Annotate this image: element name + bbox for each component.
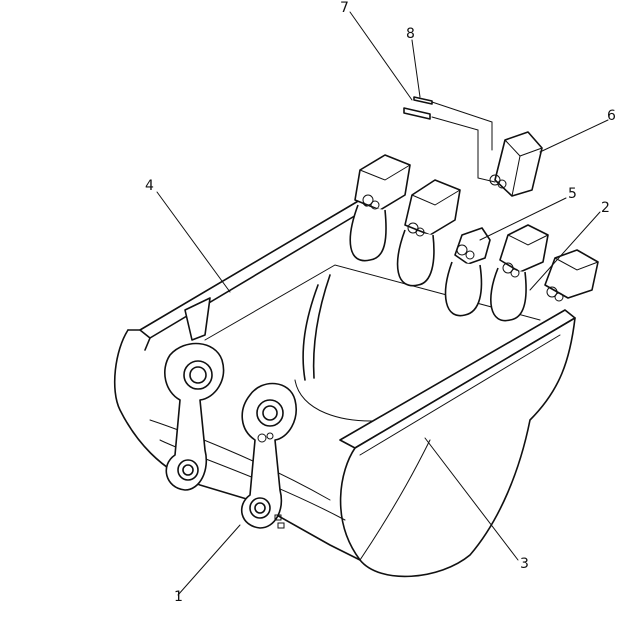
bucket-body — [113, 199, 576, 578]
leader-lines — [156, 11, 609, 596]
bucket-teeth — [349, 154, 599, 322]
callout-4: 4 — [145, 178, 154, 194]
mounting-bracket-left — [164, 342, 225, 491]
callout-6: 6 — [607, 108, 616, 124]
callout-2: 2 — [601, 200, 610, 216]
callout-8: 8 — [406, 26, 415, 42]
callout-labels: 1 2 3 4 5 6 7 8 — [145, 0, 616, 605]
callout-3: 3 — [520, 556, 529, 572]
exploded-tooth — [489, 131, 543, 197]
pin-and-lock — [403, 96, 496, 183]
callout-7: 7 — [340, 0, 349, 16]
mounting-bracket-right — [240, 382, 297, 529]
callout-5: 5 — [568, 186, 577, 202]
callout-1: 1 — [174, 589, 183, 605]
